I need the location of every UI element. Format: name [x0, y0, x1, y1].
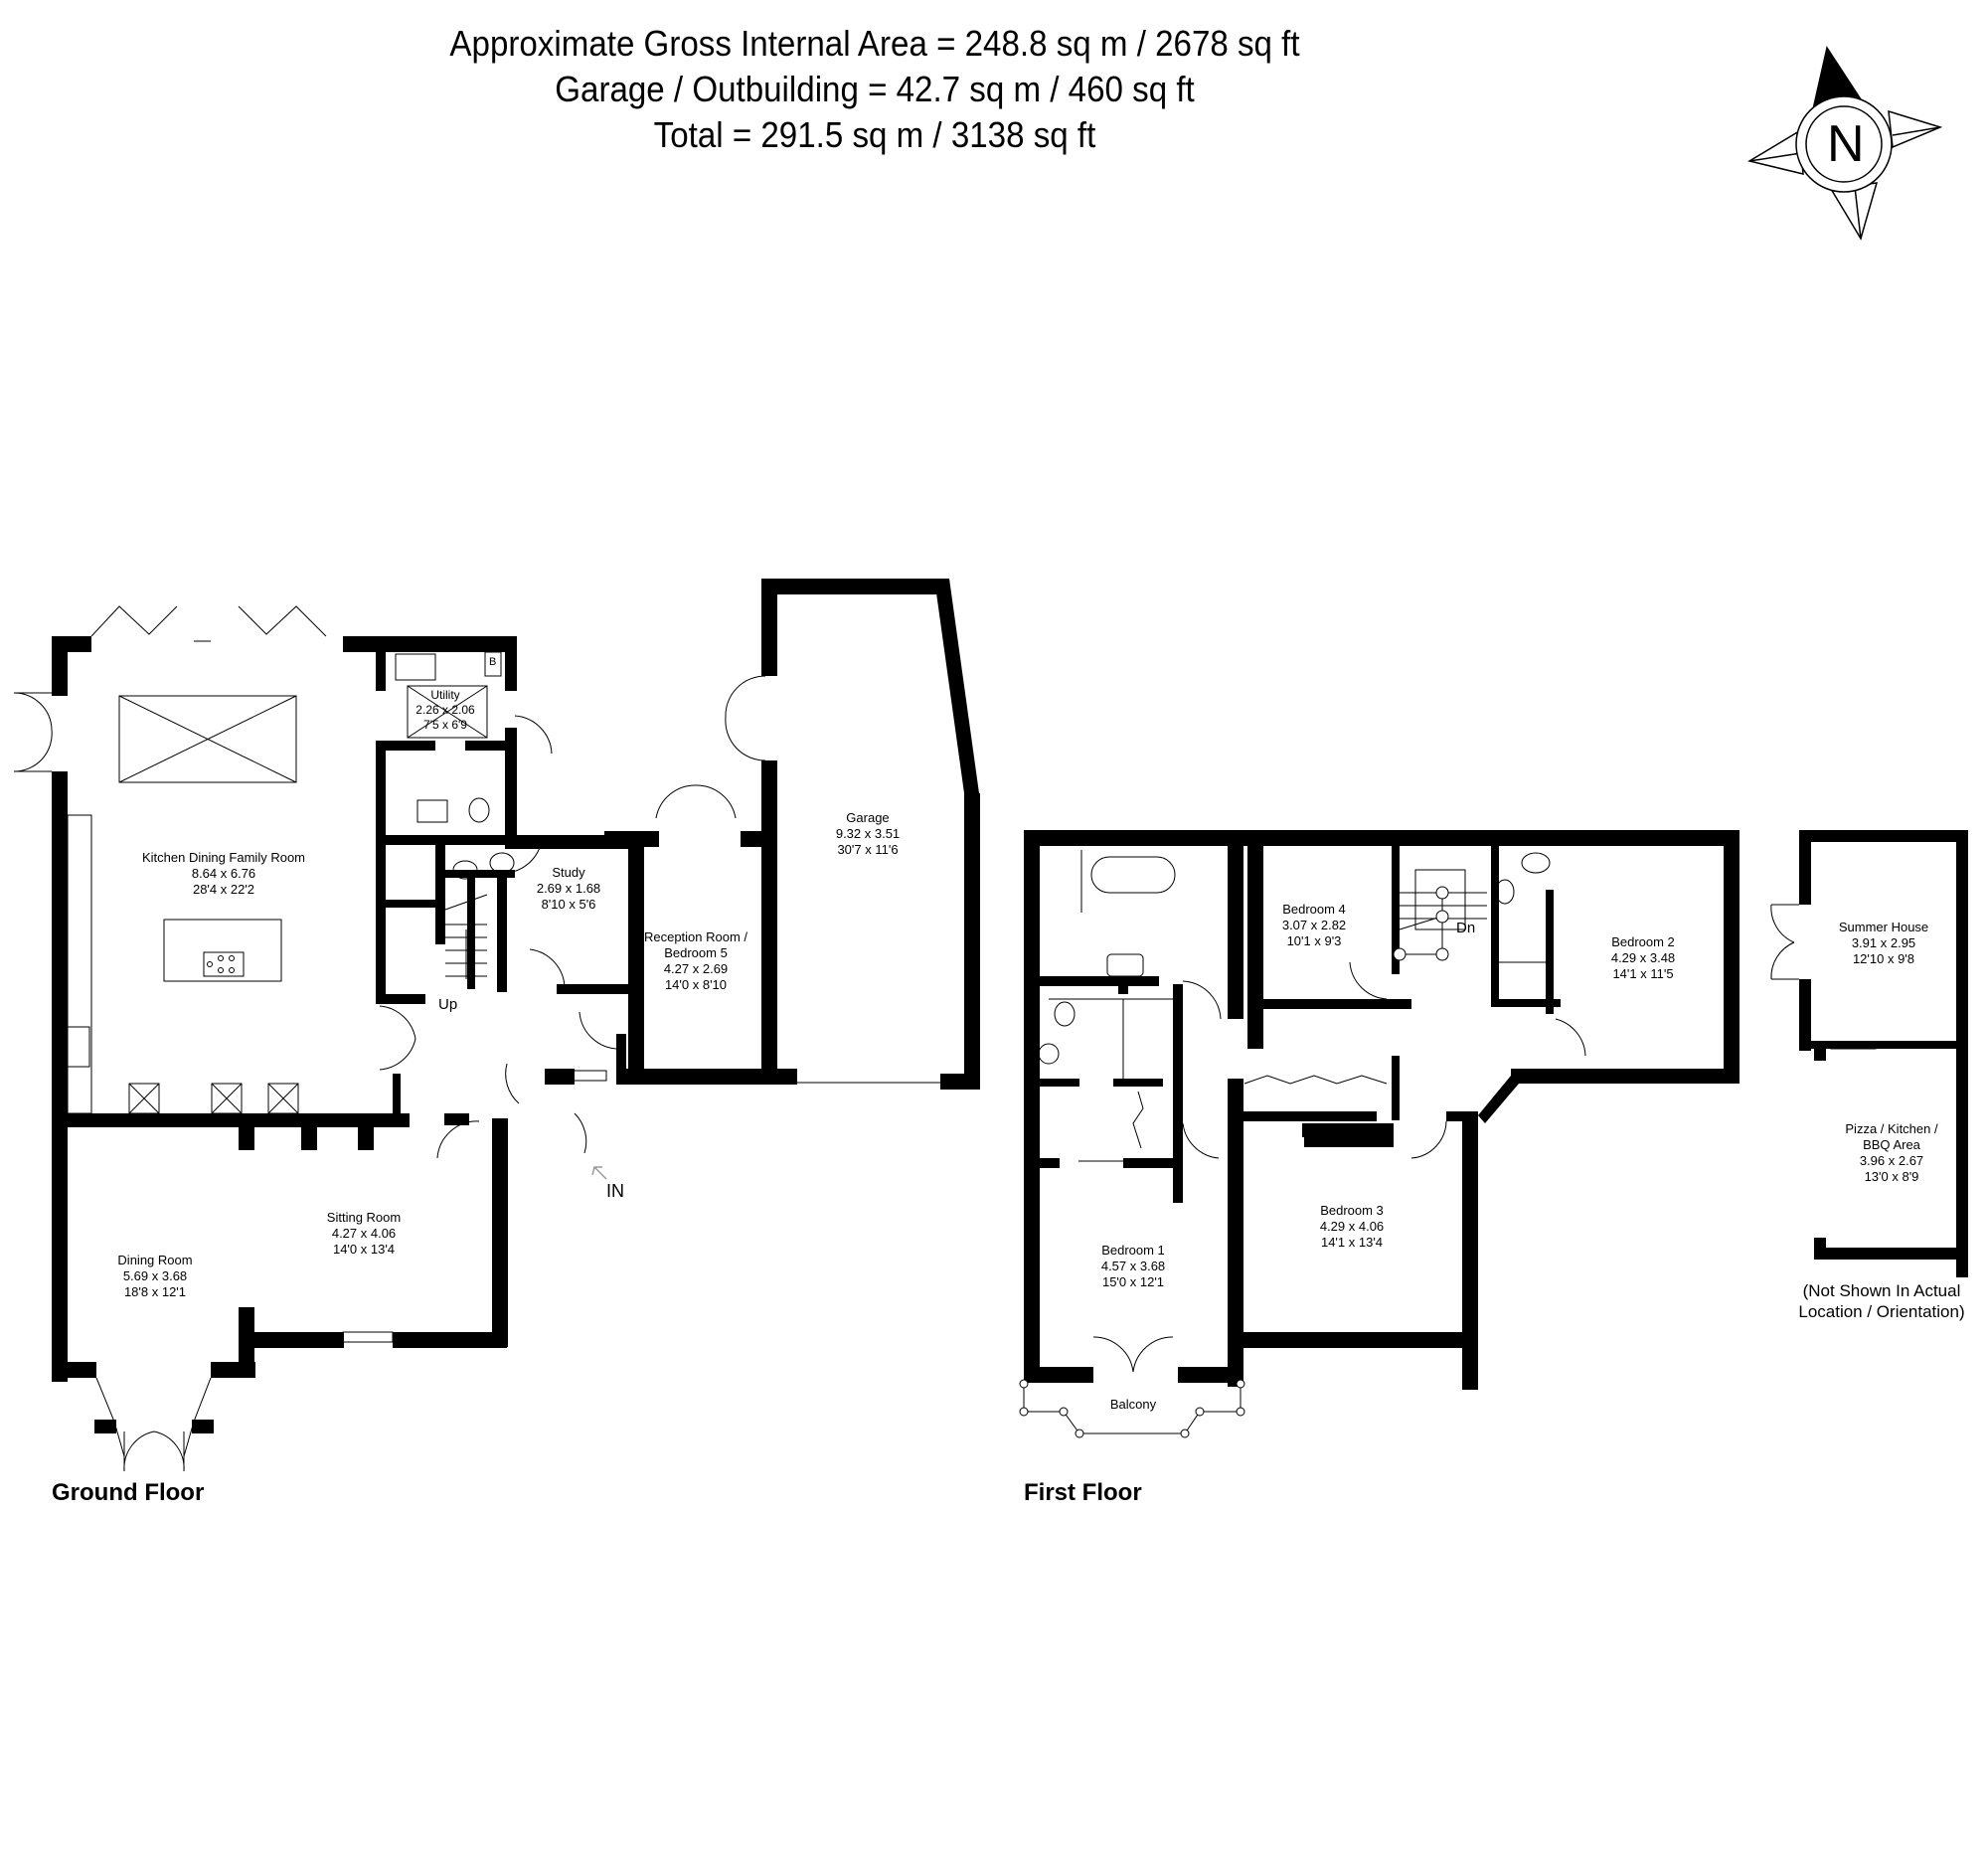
- room-size-metric: 2.26 x 2.06: [415, 703, 475, 717]
- room-size-metric: 8.64 x 6.76: [191, 866, 256, 881]
- room-size-metric: 3.96 x 2.67: [1859, 1153, 1924, 1168]
- room-size-imperial: 13'0 x 8'9: [1864, 1169, 1919, 1184]
- room-size-imperial: 10'1 x 9'3: [1286, 933, 1342, 948]
- room-summer-house: Summer House 3.91 x 2.95 12'10 x 9'8: [1839, 920, 1928, 967]
- boiler-label: B: [489, 656, 497, 668]
- room-size-metric: 9.32 x 3.51: [835, 826, 901, 841]
- room-bedroom-3: Bedroom 3 4.29 x 4.06 14'1 x 13'4: [1320, 1203, 1384, 1251]
- entrance-in-label: IN: [606, 1181, 624, 1201]
- room-size-metric: 3.91 x 2.95: [1851, 935, 1916, 950]
- first-floor-fittings: [1019, 831, 1706, 1438]
- room-size-metric: 4.29 x 4.06: [1319, 1219, 1385, 1234]
- room-bedroom-1: Bedroom 1 4.57 x 3.68 15'0 x 12'1: [1101, 1243, 1165, 1290]
- room-name: Pizza / Kitchen /: [1845, 1121, 1938, 1136]
- outbuilding-fittings: [1770, 830, 1877, 1050]
- outbuilding-location-note: (Not Shown In Actual Location / Orientat…: [1798, 1280, 1964, 1322]
- room-size-imperial: 14'1 x 13'4: [1320, 1235, 1384, 1250]
- room-utility: Utility 2.26 x 2.06 7'5 x 6'9: [415, 688, 474, 733]
- room-size-imperial: 15'0 x 12'1: [1101, 1274, 1165, 1289]
- room-kitchen-dining-family: Kitchen Dining Family Room 8.64 x 6.76 2…: [142, 850, 305, 898]
- ground-floor-title: Ground Floor: [52, 1479, 205, 1506]
- room-name-line2: BBQ Area: [1863, 1137, 1920, 1152]
- compass-letter: N: [1827, 115, 1865, 173]
- first-floor-title: First Floor: [1024, 1479, 1142, 1506]
- room-name: Bedroom 4: [1282, 902, 1346, 917]
- stairs-down-label: Dn: [1456, 920, 1476, 936]
- room-name: Study: [552, 865, 585, 880]
- room-name: Garage: [846, 810, 890, 825]
- first-floor-walls: [1024, 830, 1740, 1390]
- room-dining: Dining Room 5.69 x 3.68 18'8 x 12'1: [117, 1253, 192, 1300]
- room-bedroom-4: Bedroom 4 3.07 x 2.82 10'1 x 9'3: [1282, 902, 1346, 949]
- room-name-line2: Bedroom 5: [664, 945, 728, 960]
- room-name: Bedroom 1: [1101, 1243, 1165, 1258]
- room-reception-bedroom-5: Reception Room / Bedroom 5 4.27 x 2.69 1…: [644, 929, 747, 993]
- room-name: Summer House: [1838, 920, 1929, 934]
- room-garage: Garage 9.32 x 3.51 30'7 x 11'6: [836, 810, 900, 858]
- room-study: Study 2.69 x 1.68 8'10 x 5'6: [537, 865, 600, 913]
- room-size-imperial: 18'8 x 12'1: [123, 1284, 187, 1299]
- room-size-metric: 2.69 x 1.68: [536, 881, 601, 896]
- room-size-imperial: 14'0 x 8'10: [664, 977, 728, 992]
- room-sitting: Sitting Room 4.27 x 4.06 14'0 x 13'4: [327, 1210, 401, 1258]
- first-floor-chimney: [1304, 1076, 1519, 1147]
- room-size-metric: 4.27 x 4.06: [331, 1226, 397, 1241]
- room-name: Utility: [430, 688, 460, 702]
- area-line-total: Total = 291.5 sq m / 3138 sq ft: [653, 114, 1096, 155]
- ground-floor-walls: [52, 579, 980, 1382]
- note-line-2: Location / Orientation): [1798, 1302, 1965, 1321]
- balcony-label: Balcony: [1110, 1397, 1156, 1413]
- room-size-imperial: 8'10 x 5'6: [541, 897, 596, 912]
- room-size-imperial: 14'0 x 13'4: [332, 1242, 396, 1257]
- room-bedroom-2: Bedroom 2 4.29 x 3.48 14'1 x 11'5: [1611, 934, 1675, 982]
- room-size-imperial: 14'1 x 11'5: [1612, 966, 1674, 981]
- room-name: Sitting Room: [326, 1210, 402, 1225]
- room-size-imperial: 12'10 x 9'8: [1852, 951, 1915, 966]
- room-size-metric: 4.27 x 2.69: [663, 961, 729, 976]
- area-line-internal: Approximate Gross Internal Area = 248.8 …: [449, 23, 1300, 64]
- room-pizza-kitchen-bbq: Pizza / Kitchen / BBQ Area 3.96 x 2.67 1…: [1845, 1121, 1937, 1185]
- area-line-garage: Garage / Outbuilding = 42.7 sq m / 460 s…: [555, 69, 1195, 109]
- room-size-metric: 3.07 x 2.82: [1281, 918, 1347, 932]
- room-size-metric: 4.29 x 3.48: [1610, 950, 1676, 965]
- bay-window-posts: [94, 1420, 214, 1433]
- room-name: Kitchen Dining Family Room: [141, 850, 306, 865]
- stairs-up-label: Up: [438, 996, 458, 1013]
- compass-north-icon: [1747, 46, 1943, 241]
- room-size-imperial: 7'5 x 6'9: [423, 718, 467, 732]
- room-name: Dining Room: [117, 1253, 193, 1267]
- in-arrow-icon: [591, 1166, 607, 1180]
- room-name: Reception Room /: [643, 929, 748, 944]
- room-size-imperial: 28'4 x 22'2: [192, 882, 255, 897]
- room-name: Balcony: [1109, 1397, 1157, 1412]
- room-size-metric: 4.57 x 3.68: [1100, 1259, 1166, 1273]
- room-size-metric: 5.69 x 3.68: [122, 1268, 188, 1283]
- room-name: Bedroom 2: [1611, 934, 1675, 949]
- outbuilding-walls: [1799, 830, 1968, 1277]
- note-line-1: (Not Shown In Actual: [1802, 1281, 1961, 1300]
- room-size-imperial: 30'7 x 11'6: [837, 842, 899, 857]
- room-name: Bedroom 3: [1320, 1203, 1384, 1218]
- ground-floor-fittings: [13, 580, 940, 1472]
